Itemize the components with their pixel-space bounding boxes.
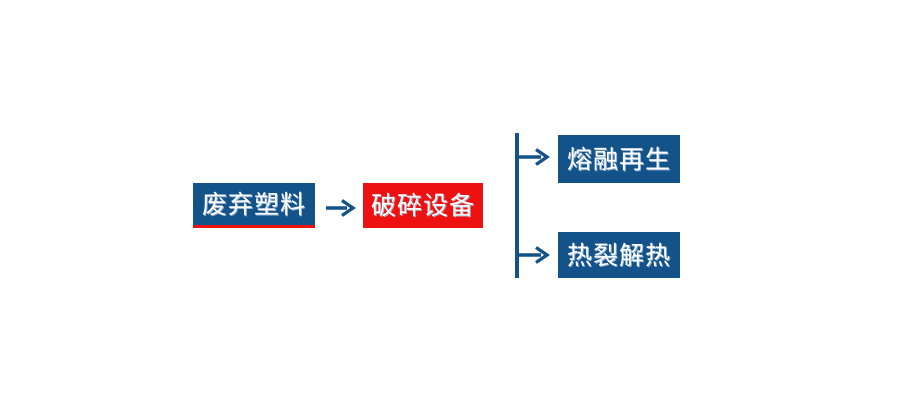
node-output-bottom-label: 热裂解热 — [566, 240, 671, 270]
node-output-top-label: 熔融再生 — [566, 144, 671, 174]
node-process[interactable]: 破碎设备 — [363, 183, 483, 228]
arrow-branch-to-output-top-icon — [517, 147, 551, 167]
arrow-branch-to-output-bottom-icon — [517, 245, 551, 265]
arrow-source-to-process-icon — [326, 198, 357, 218]
branch-split-icon — [515, 133, 519, 278]
node-source[interactable]: 废弃塑料 — [193, 183, 315, 228]
node-output-bottom[interactable]: 热裂解热 — [558, 232, 680, 278]
node-process-label: 破碎设备 — [370, 191, 475, 220]
node-output-top[interactable]: 熔融再生 — [558, 135, 680, 183]
node-source-label: 废弃塑料 — [201, 189, 306, 219]
